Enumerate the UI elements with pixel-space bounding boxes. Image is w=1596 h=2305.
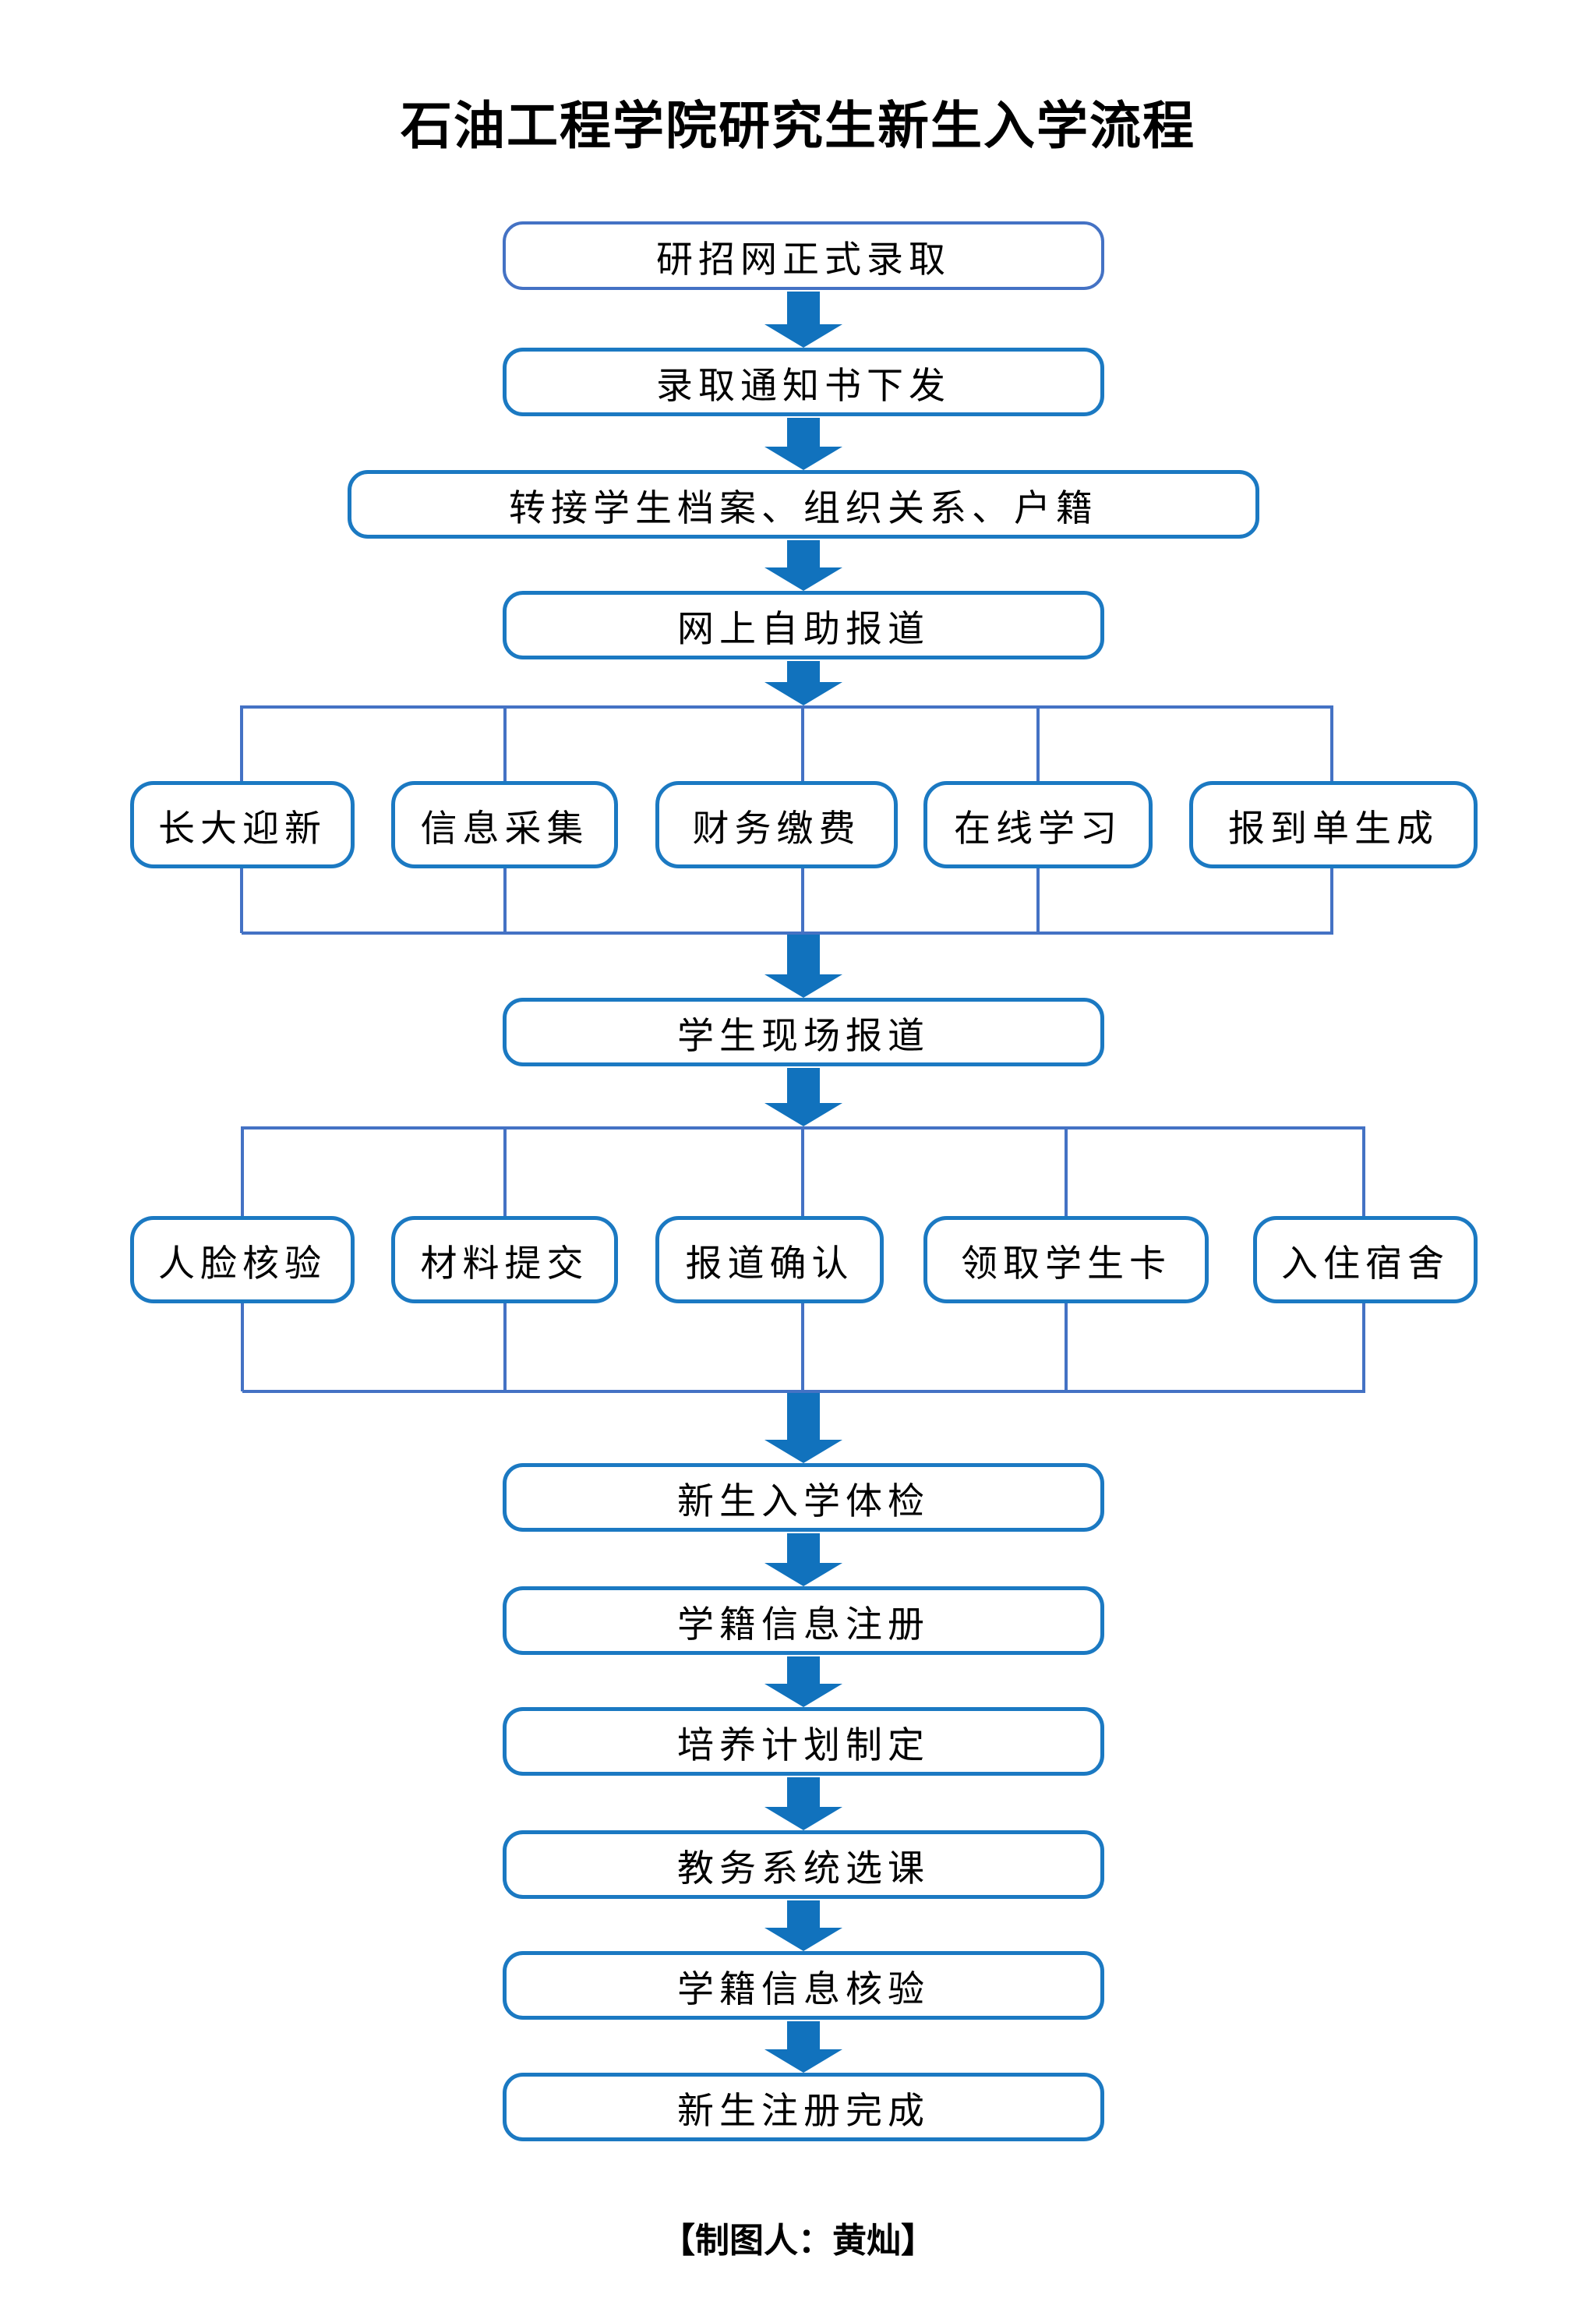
- down-arrow-9: [764, 1656, 842, 1707]
- arrow-head-icon: [764, 324, 842, 348]
- down-arrow-2: [764, 418, 842, 470]
- arrow-stem: [787, 1392, 820, 1440]
- branch2-node-3: 报道确认: [655, 1216, 884, 1303]
- down-arrow-11: [764, 1900, 842, 1951]
- connector-rail-vertical: [241, 1126, 244, 1218]
- arrow-head-icon: [764, 1807, 842, 1830]
- arrow-stem: [787, 292, 820, 324]
- branch2-node-2: 材料提交: [391, 1216, 618, 1303]
- flow-step-7: 学籍信息注册: [503, 1586, 1104, 1655]
- arrow-head-icon: [764, 567, 842, 591]
- connector-rail-horizontal: [242, 1390, 1365, 1393]
- down-arrow-10: [764, 1777, 842, 1830]
- branch2-node-4: 领取学生卡: [923, 1216, 1209, 1303]
- arrow-head-icon: [764, 1440, 842, 1463]
- flow-step-9: 教务系统选课: [503, 1830, 1104, 1899]
- arrow-stem: [787, 1068, 820, 1103]
- flow-step-6: 新生入学体检: [503, 1463, 1104, 1532]
- connector-rail-vertical: [1362, 1126, 1365, 1218]
- branch2-node-1: 人脸核验: [130, 1216, 355, 1303]
- branch1-node-2: 信息采集: [391, 781, 618, 868]
- connector-rail-vertical: [503, 705, 507, 783]
- arrow-stem: [787, 661, 820, 682]
- arrow-stem: [787, 540, 820, 567]
- connector-rail-vertical: [503, 1302, 507, 1391]
- branch1-node-1: 长大迎新: [130, 781, 355, 868]
- flow-step-10: 学籍信息核验: [503, 1951, 1104, 2020]
- page-title: 石油工程学院研究生新生入学流程: [401, 97, 1195, 154]
- arrow-stem: [787, 2021, 820, 2049]
- arrow-stem: [787, 1900, 820, 1928]
- down-arrow-4: [764, 661, 842, 705]
- arrow-head-icon: [764, 1103, 842, 1126]
- flow-step-3: 转接学生档案、组织关系、户籍: [348, 470, 1259, 539]
- connector-rail-vertical: [801, 867, 804, 933]
- flow-step-1: 研招网正式录取: [503, 221, 1104, 290]
- down-arrow-8: [764, 1533, 842, 1586]
- down-arrow-5: [764, 934, 842, 998]
- branch1-node-3: 财务缴费: [655, 781, 898, 868]
- flow-step-2: 录取通知书下发: [503, 348, 1104, 416]
- connector-rail-vertical: [1065, 1302, 1068, 1391]
- flow-step-4: 网上自助报道: [503, 591, 1104, 659]
- down-arrow-1: [764, 292, 842, 348]
- branch1-node-4: 在线学习: [923, 781, 1153, 868]
- flow-step-11: 新生注册完成: [503, 2073, 1104, 2141]
- connector-rail-vertical: [1036, 867, 1040, 933]
- arrow-head-icon: [764, 1563, 842, 1586]
- connector-rail-vertical: [1362, 1302, 1365, 1391]
- down-arrow-7: [764, 1392, 842, 1463]
- connector-rail-vertical: [1330, 867, 1333, 933]
- branch2-node-5: 入住宿舍: [1253, 1216, 1478, 1303]
- connector-rail-vertical: [241, 1302, 244, 1391]
- down-arrow-6: [764, 1068, 842, 1126]
- arrow-stem: [787, 1656, 820, 1684]
- down-arrow-12: [764, 2021, 842, 2073]
- connector-rail-vertical: [801, 1126, 804, 1218]
- arrow-head-icon: [764, 1928, 842, 1951]
- connector-rail-horizontal: [242, 932, 1333, 935]
- page-footer-credit: 【制图人：黄灿】: [661, 2222, 935, 2260]
- arrow-stem: [787, 1777, 820, 1807]
- connector-rail-vertical: [1036, 705, 1040, 783]
- branch1-node-5: 报到单生成: [1189, 781, 1478, 868]
- flow-step-8: 培养计划制定: [503, 1707, 1104, 1776]
- connector-rail-vertical: [503, 867, 507, 933]
- connector-rail-horizontal: [242, 705, 1333, 709]
- arrow-stem: [787, 418, 820, 447]
- arrow-head-icon: [764, 447, 842, 470]
- connector-rail-vertical: [240, 705, 243, 783]
- arrow-head-icon: [764, 1684, 842, 1707]
- connector-rail-vertical: [801, 705, 804, 783]
- connector-rail-vertical: [240, 867, 243, 933]
- arrow-head-icon: [764, 2049, 842, 2073]
- arrow-head-icon: [764, 682, 842, 705]
- connector-rail-vertical: [801, 1302, 804, 1391]
- arrow-head-icon: [764, 974, 842, 998]
- connector-rail-vertical: [1065, 1126, 1068, 1218]
- connector-rail-vertical: [503, 1126, 507, 1218]
- arrow-stem: [787, 934, 820, 974]
- down-arrow-3: [764, 540, 842, 591]
- arrow-stem: [787, 1533, 820, 1563]
- flow-step-5: 学生现场报道: [503, 998, 1104, 1066]
- connector-rail-vertical: [1330, 705, 1333, 783]
